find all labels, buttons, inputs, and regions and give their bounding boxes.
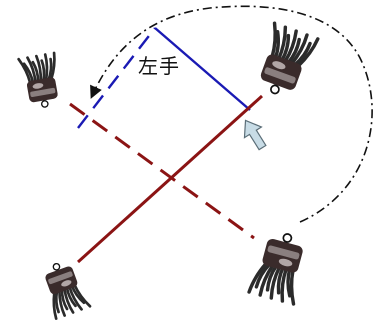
mallet-icon-top-left [19,53,63,110]
rotation-arc [92,6,372,222]
mallet-icon-bottom-right [249,228,311,304]
mallet-icon-bottom-left [38,258,90,319]
left-hand-label: 左手 [138,50,180,79]
indicator-arrow-icon [237,115,271,153]
mallet-icon-top-right [252,23,318,101]
rod-dashed [70,104,254,238]
rod-solid [78,96,262,262]
